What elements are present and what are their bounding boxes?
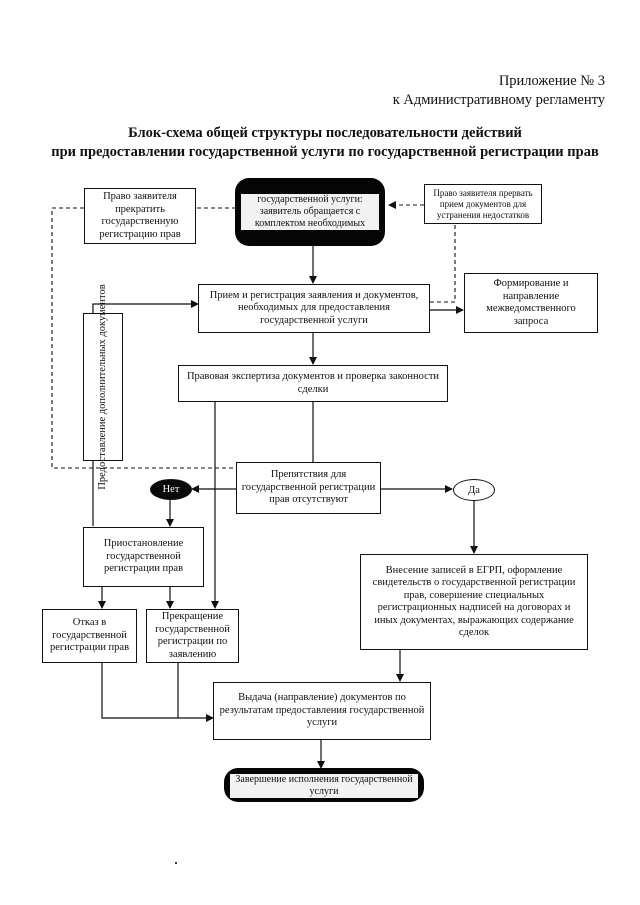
dashed-right-terminate-loop — [51, 207, 236, 469]
reception-box: Прием и регистрация заявления и документ… — [198, 284, 430, 333]
reception-text: Прием и регистрация заявления и документ… — [209, 289, 419, 326]
start-terminator: государственной услуги: заявитель обраща… — [235, 178, 385, 246]
right-to-withdraw-text: Право заявителя прервать прием документо… — [433, 187, 533, 220]
start-text: государственной услуги: заявитель обраща… — [241, 194, 379, 230]
suspension-text: Приостановление государственной регистра… — [103, 538, 184, 575]
appendix-line-1: Приложение № 3 — [498, 73, 605, 89]
decision-no-label: Нет — [162, 484, 180, 495]
interagency-request-text: Формирование и направление межведомствен… — [486, 278, 576, 327]
title-line-1: Блок-схема общей структуры последователь… — [128, 125, 522, 141]
decision-yes-label: Да — [468, 484, 480, 496]
end-terminator: Завершение исполнения государственной ус… — [224, 768, 424, 802]
refusal-text: Отказ в государственной регистрации прав — [49, 617, 130, 654]
end-text: Завершение исполнения государственной ус… — [230, 774, 418, 798]
issuance-text: Выдача (направление) документов по резул… — [219, 692, 425, 729]
appendix-header: Приложение № 3 к Административному регла… — [380, 72, 605, 110]
arrow-refusal-to-issuance — [101, 663, 214, 722]
title-line-2: при предоставлении государственной услуг… — [51, 144, 599, 160]
right-to-terminate-box: Право заявителя прекратить государственн… — [84, 188, 196, 244]
egrp-records-box: Внесение записей в ЕГРП, оформление свид… — [360, 554, 588, 650]
appendix-line-2: к Административному регламенту — [392, 92, 605, 108]
legal-expertise-text: Правовая экспертиза документов и проверк… — [186, 371, 440, 395]
decision-no: Нет — [150, 479, 192, 500]
suspension-box: Приостановление государственной регистра… — [83, 527, 204, 587]
additional-documents-box: Предоставление дополнительных документов — [83, 284, 123, 490]
scan-speck — [175, 862, 177, 864]
termination-box: Прекращение государственной регистрации … — [146, 609, 239, 663]
diagram-title: Блок-схема общей структуры последователь… — [40, 124, 610, 162]
interagency-request-box: Формирование и направление межведомствен… — [464, 273, 598, 333]
obstacles-box: Препятствия для государственной регистра… — [236, 462, 381, 514]
legal-expertise-box: Правовая экспертиза документов и проверк… — [178, 365, 448, 402]
issuance-box: Выдача (направление) документов по резул… — [213, 682, 431, 740]
decision-yes: Да — [453, 479, 495, 501]
dashed-reception-to-withdraw — [430, 224, 456, 303]
right-to-terminate-text: Право заявителя прекратить государственн… — [99, 191, 181, 240]
additional-documents-text: Предоставление дополнительных документов — [96, 284, 108, 490]
obstacles-text: Препятствия для государственной регистра… — [241, 469, 376, 506]
right-to-withdraw-box: Право заявителя прервать прием документо… — [424, 184, 542, 224]
egrp-records-text: Внесение записей в ЕГРП, оформление свид… — [372, 564, 576, 639]
refusal-box: Отказ в государственной регистрации прав — [42, 609, 137, 663]
termination-text: Прекращение государственной регистрации … — [155, 611, 230, 660]
